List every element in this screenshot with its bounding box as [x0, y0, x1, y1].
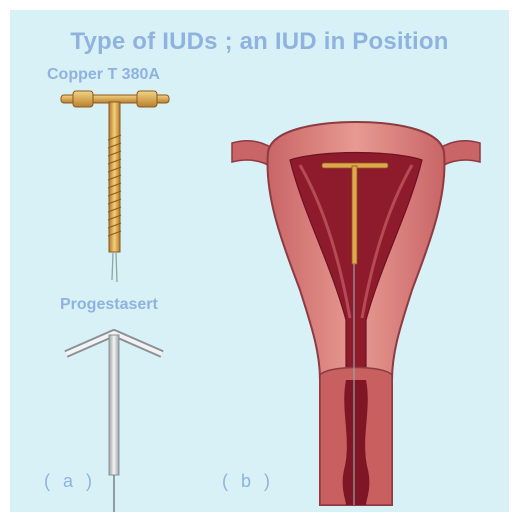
panel-b-label: ( b ): [222, 471, 274, 492]
diagram-title: Type of IUDs ; an IUD in Position: [0, 28, 519, 56]
panel-a-label: ( a ): [44, 471, 96, 492]
copper-t-iud: [61, 91, 169, 282]
progestasert-label: Progestasert: [60, 296, 158, 314]
uterus-cross-section: [232, 122, 480, 505]
copper-t-label: Copper T 380A: [47, 66, 160, 84]
